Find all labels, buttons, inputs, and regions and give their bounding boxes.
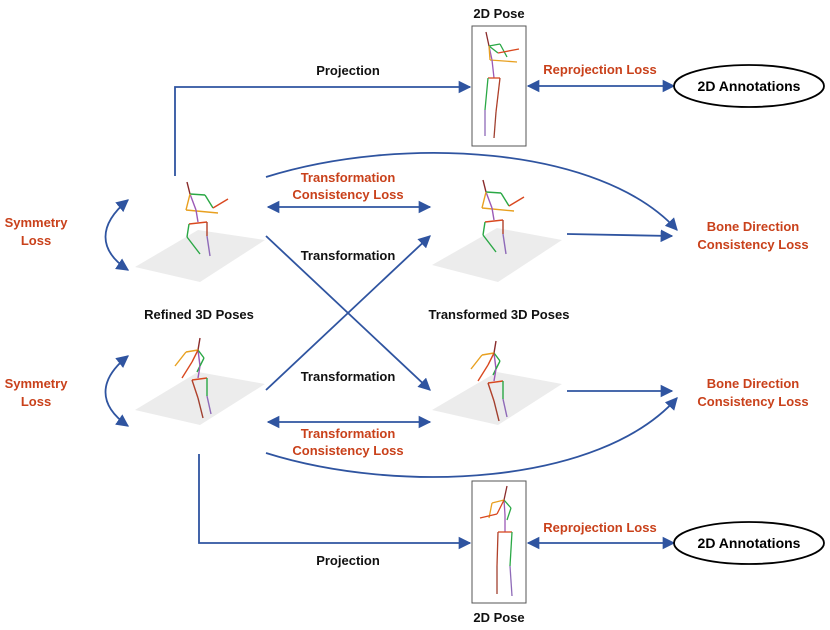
projection-label-bottom: Projection xyxy=(316,553,380,568)
skeleton-3d-refined-top xyxy=(185,181,229,257)
refined-poses-label: Refined 3D Poses xyxy=(144,307,254,322)
skeleton-3d-refined-bottom xyxy=(174,337,212,419)
bone-label-bottom-line2: Consistency Loss xyxy=(697,394,808,409)
tcl-label-bottom-line2: Consistency Loss xyxy=(292,443,403,458)
symmetry-label-top-line1: Symmetry xyxy=(5,215,69,230)
plane-refined-bottom xyxy=(135,372,265,425)
bone-label-top-line1: Bone Direction xyxy=(707,219,800,234)
bone-label-bottom-line1: Bone Direction xyxy=(707,376,800,391)
arrow-symmetry-bottom xyxy=(104,355,130,427)
reprojection-label-top: Reprojection Loss xyxy=(543,62,656,77)
annotations-label-top: 2D Annotations xyxy=(698,78,801,94)
arrow-projection-top xyxy=(174,80,472,176)
arrow-bone-top xyxy=(566,229,674,243)
tcl-label-bottom-line1: Transformation xyxy=(301,426,396,441)
skeleton-2d-bottom xyxy=(479,485,513,597)
arrow-projection-bottom xyxy=(198,454,472,550)
plane-transformed-top xyxy=(432,228,562,282)
pose2d-title-top: 2D Pose xyxy=(473,6,524,21)
skeleton-2d-top xyxy=(484,31,520,139)
plane-transformed-bottom xyxy=(432,372,562,425)
symmetry-label-top-line2: Loss xyxy=(21,233,51,248)
tcl-label-top-line2: Consistency Loss xyxy=(292,187,403,202)
skeleton-3d-transformed-bottom xyxy=(470,340,508,422)
transformation-label-top: Transformation xyxy=(301,248,396,263)
bone-label-top-line2: Consistency Loss xyxy=(697,237,808,252)
plane-refined-top xyxy=(135,230,265,282)
annotations-ellipse-top xyxy=(673,64,825,108)
pose2d-box-bottom xyxy=(471,480,527,604)
arrow-curve-bottom xyxy=(265,397,678,478)
annotations-ellipse-bottom xyxy=(673,521,825,565)
arrow-transformation-up xyxy=(265,235,431,391)
reprojection-label-bottom: Reprojection Loss xyxy=(543,520,656,535)
symmetry-label-bottom-line1: Symmetry xyxy=(5,376,69,391)
arrow-symmetry-top xyxy=(104,199,130,271)
skeleton-3d-transformed-top xyxy=(481,179,525,255)
tcl-label-top-line1: Transformation xyxy=(301,170,396,185)
annotations-label-bottom: 2D Annotations xyxy=(698,535,801,551)
projection-label-top: Projection xyxy=(316,63,380,78)
pose2d-title-bottom: 2D Pose xyxy=(473,610,524,625)
arrow-curve-top xyxy=(265,152,678,231)
symmetry-label-bottom-line2: Loss xyxy=(21,394,51,409)
transformed-poses-label: Transformed 3D Poses xyxy=(429,307,570,322)
transformation-label-bottom: Transformation xyxy=(301,369,396,384)
